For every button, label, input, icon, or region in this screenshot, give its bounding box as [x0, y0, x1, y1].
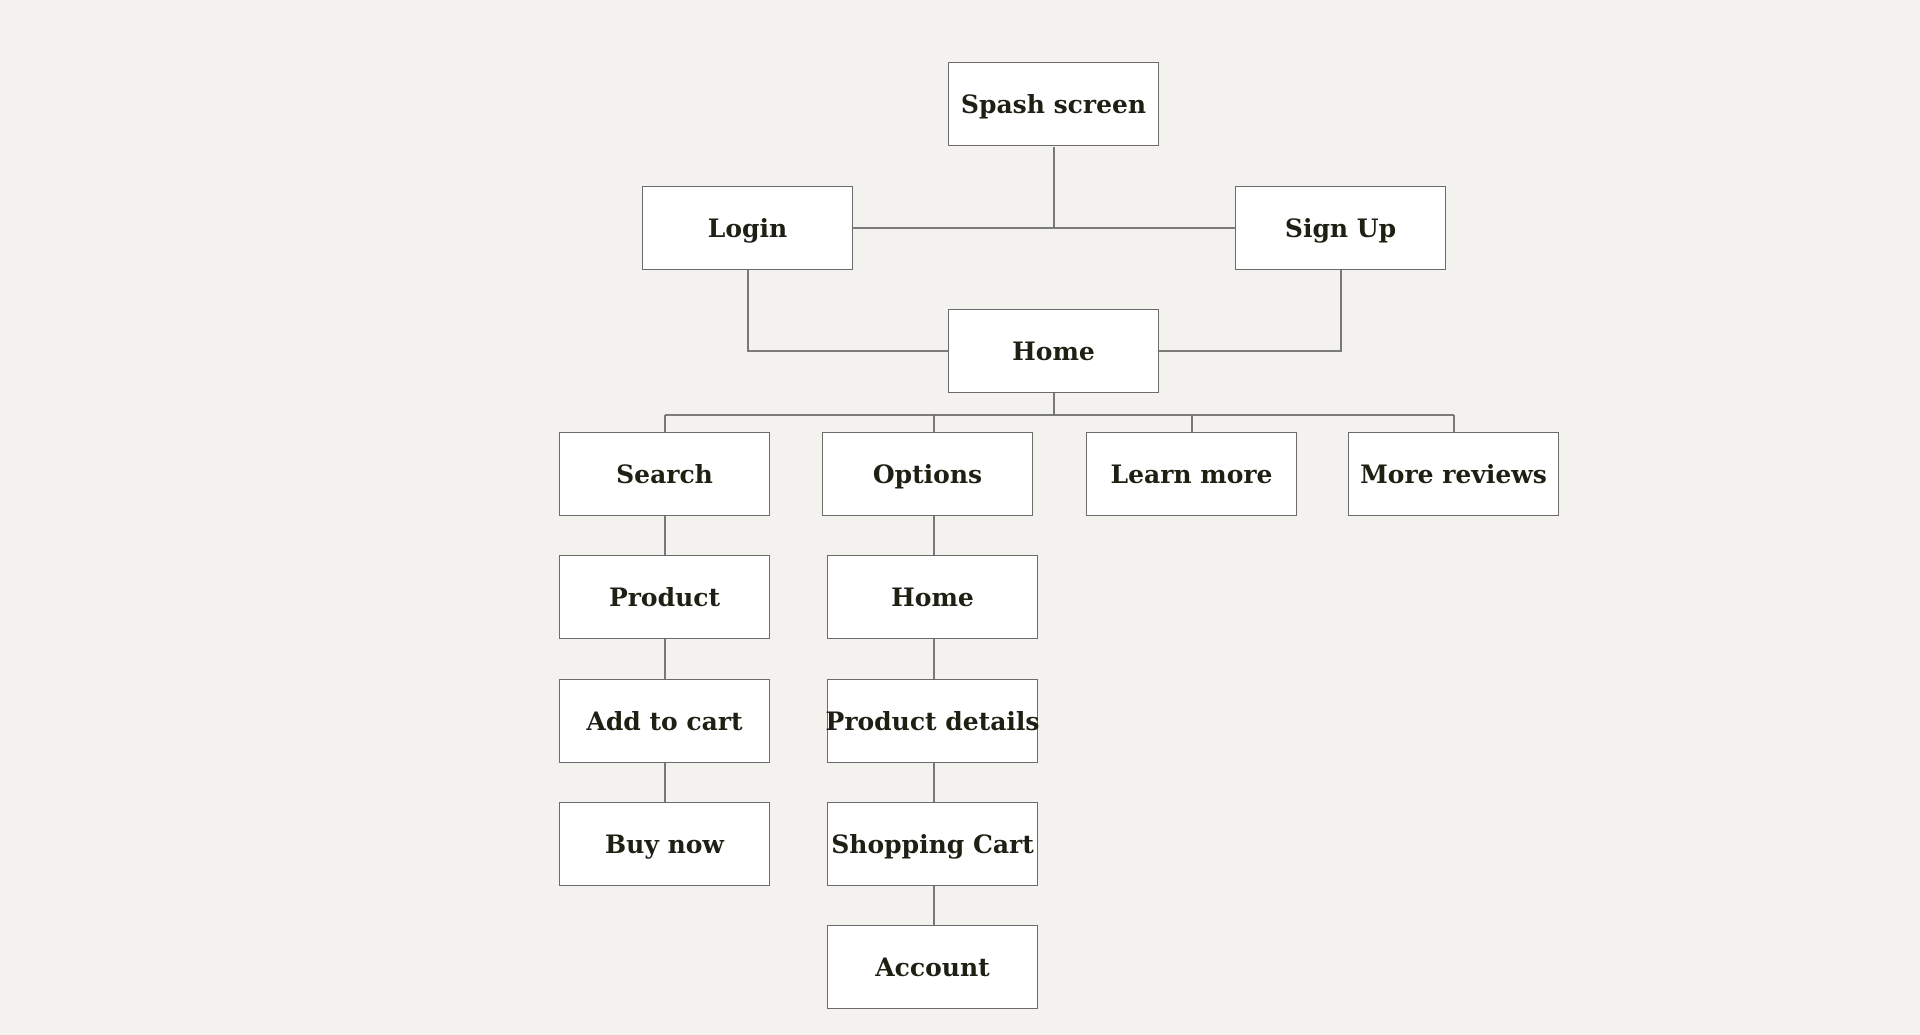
node-product[interactable]: Product — [559, 555, 770, 639]
node-options-home[interactable]: Home — [827, 555, 1038, 639]
node-sign-up[interactable]: Sign Up — [1235, 186, 1446, 270]
node-product-details[interactable]: Product details — [826, 679, 1040, 763]
node-add-to-cart[interactable]: Add to cart — [559, 679, 770, 763]
node-login[interactable]: Login — [642, 186, 853, 270]
edge-signup-home — [1159, 270, 1342, 352]
node-shopping-cart[interactable]: Shopping Cart — [827, 802, 1038, 886]
node-account[interactable]: Account — [827, 925, 1038, 1009]
node-splash-screen[interactable]: Spash screen — [948, 62, 1159, 146]
edge-login-home — [747, 270, 948, 352]
node-buy-now[interactable]: Buy now — [559, 802, 770, 886]
node-home[interactable]: Home — [948, 309, 1159, 393]
node-search[interactable]: Search — [559, 432, 770, 516]
node-learn-more[interactable]: Learn more — [1086, 432, 1297, 516]
node-more-reviews[interactable]: More reviews — [1348, 432, 1559, 516]
node-options[interactable]: Options — [822, 432, 1033, 516]
